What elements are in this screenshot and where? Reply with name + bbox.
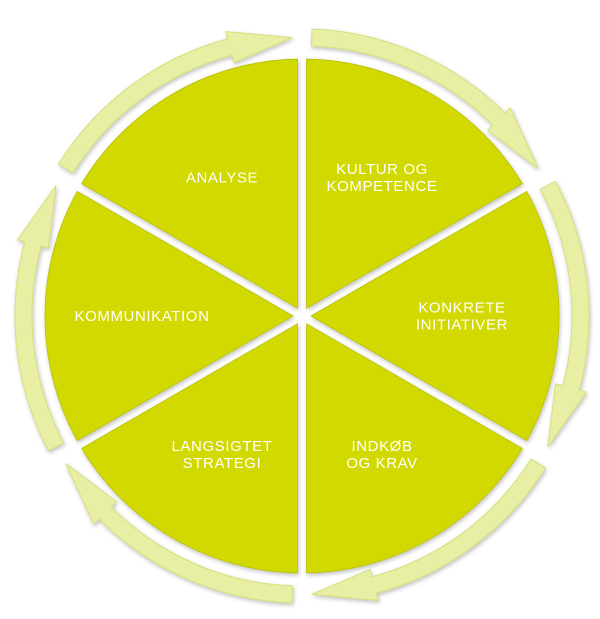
cycle-arrow-analyse [57,30,293,174]
segment-langsigtet [81,323,298,574]
segment-label-line: KONKRETE [418,300,505,317]
segment-konkrete [310,190,560,442]
segment-analyse [81,58,298,309]
segments-layer [44,58,560,574]
segment-label-line: KOMPETENCE [326,178,437,195]
segment-label-line: INITIATIVER [416,317,508,334]
segment-label-line: KULTUR OG [336,161,428,178]
segment-label-line: OG KRAV [346,455,417,472]
cycle-arrow-konkrete [539,180,590,448]
cycle-arrow-kultur [310,28,539,169]
segment-kommunikation [44,190,294,442]
segment-label-line: KOMMUNIKATION [74,308,209,325]
cycle-arrow-indkob [311,458,547,602]
segment-label-line: INDKØB [351,438,412,455]
cycle-arrow-langsigtet [65,463,294,604]
segment-label-kommunikation: KOMMUNIKATION [74,308,209,325]
segment-label-analyse: ANALYSE [186,169,258,186]
segment-indkob [306,323,523,574]
segment-label-line: STRATEGI [183,455,262,472]
segment-kultur [306,58,523,309]
arrows-layer [14,28,590,604]
segment-label-line: LANGSIGTET [171,438,272,455]
segment-label-line: ANALYSE [186,169,258,186]
cycle-arrow-kommunikation [14,184,65,452]
